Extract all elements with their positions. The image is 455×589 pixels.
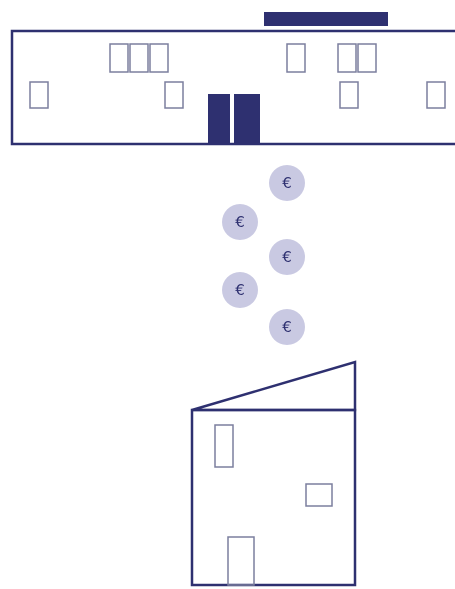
window	[287, 44, 305, 72]
coin-symbol: €	[282, 318, 292, 336]
window	[130, 44, 148, 72]
small-building-window-square	[306, 484, 332, 506]
large-building	[12, 12, 455, 144]
window	[150, 44, 168, 72]
door-right	[234, 94, 260, 144]
window	[30, 82, 48, 108]
euro-coin-icon: €	[269, 239, 305, 275]
small-building-door	[228, 537, 254, 585]
euro-coin-icon: €	[222, 272, 258, 308]
window	[358, 44, 376, 72]
large-building-door	[208, 94, 260, 144]
small-building-window-tall	[215, 425, 233, 467]
euro-coin-icon: €	[269, 309, 305, 345]
window	[165, 82, 183, 108]
euro-coin-icon: €	[222, 204, 258, 240]
window	[338, 44, 356, 72]
large-building-body	[12, 31, 455, 144]
window	[110, 44, 128, 72]
window	[340, 82, 358, 108]
small-building-roof	[192, 362, 355, 410]
small-building-body	[192, 410, 355, 585]
small-building	[192, 362, 355, 585]
coin-symbol: €	[282, 248, 292, 266]
door-left	[208, 94, 230, 144]
euro-coin-icon: €	[269, 165, 305, 201]
large-building-roof-sign	[264, 12, 388, 26]
coin-symbol: €	[282, 174, 292, 192]
window	[427, 82, 445, 108]
euro-coins: € € € € €	[222, 165, 305, 345]
coin-symbol: €	[235, 213, 245, 231]
coin-symbol: €	[235, 281, 245, 299]
